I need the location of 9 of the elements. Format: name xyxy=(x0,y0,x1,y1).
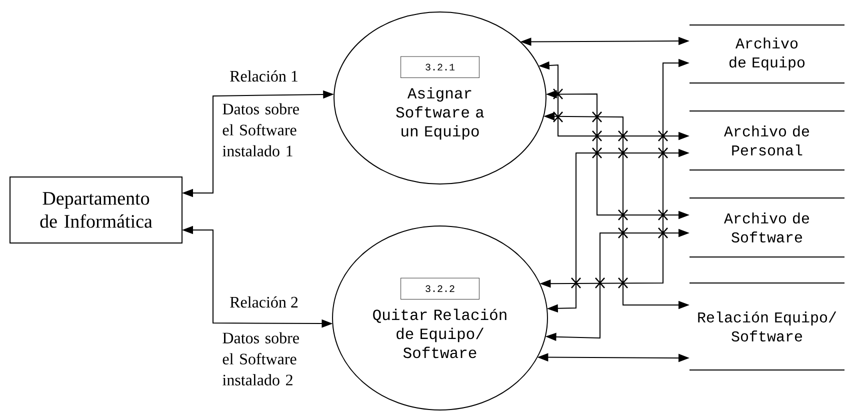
edge-label: Relación 2 xyxy=(230,296,298,308)
external-entity-box: Departamento de Informática xyxy=(10,176,183,244)
flow-label: Datos sobre el Software instalado 2 xyxy=(222,332,299,386)
edge-label: Relación 1 xyxy=(230,70,298,82)
data-store: Archivo de Personal xyxy=(689,110,845,170)
data-store: Relación Equipo/ Software xyxy=(689,282,845,370)
data-store: Archivo de Equipo xyxy=(689,24,845,84)
data-store: Archivo de Software xyxy=(689,198,845,258)
flow-label: Datos sobre el Software instalado 1 xyxy=(222,103,299,156)
